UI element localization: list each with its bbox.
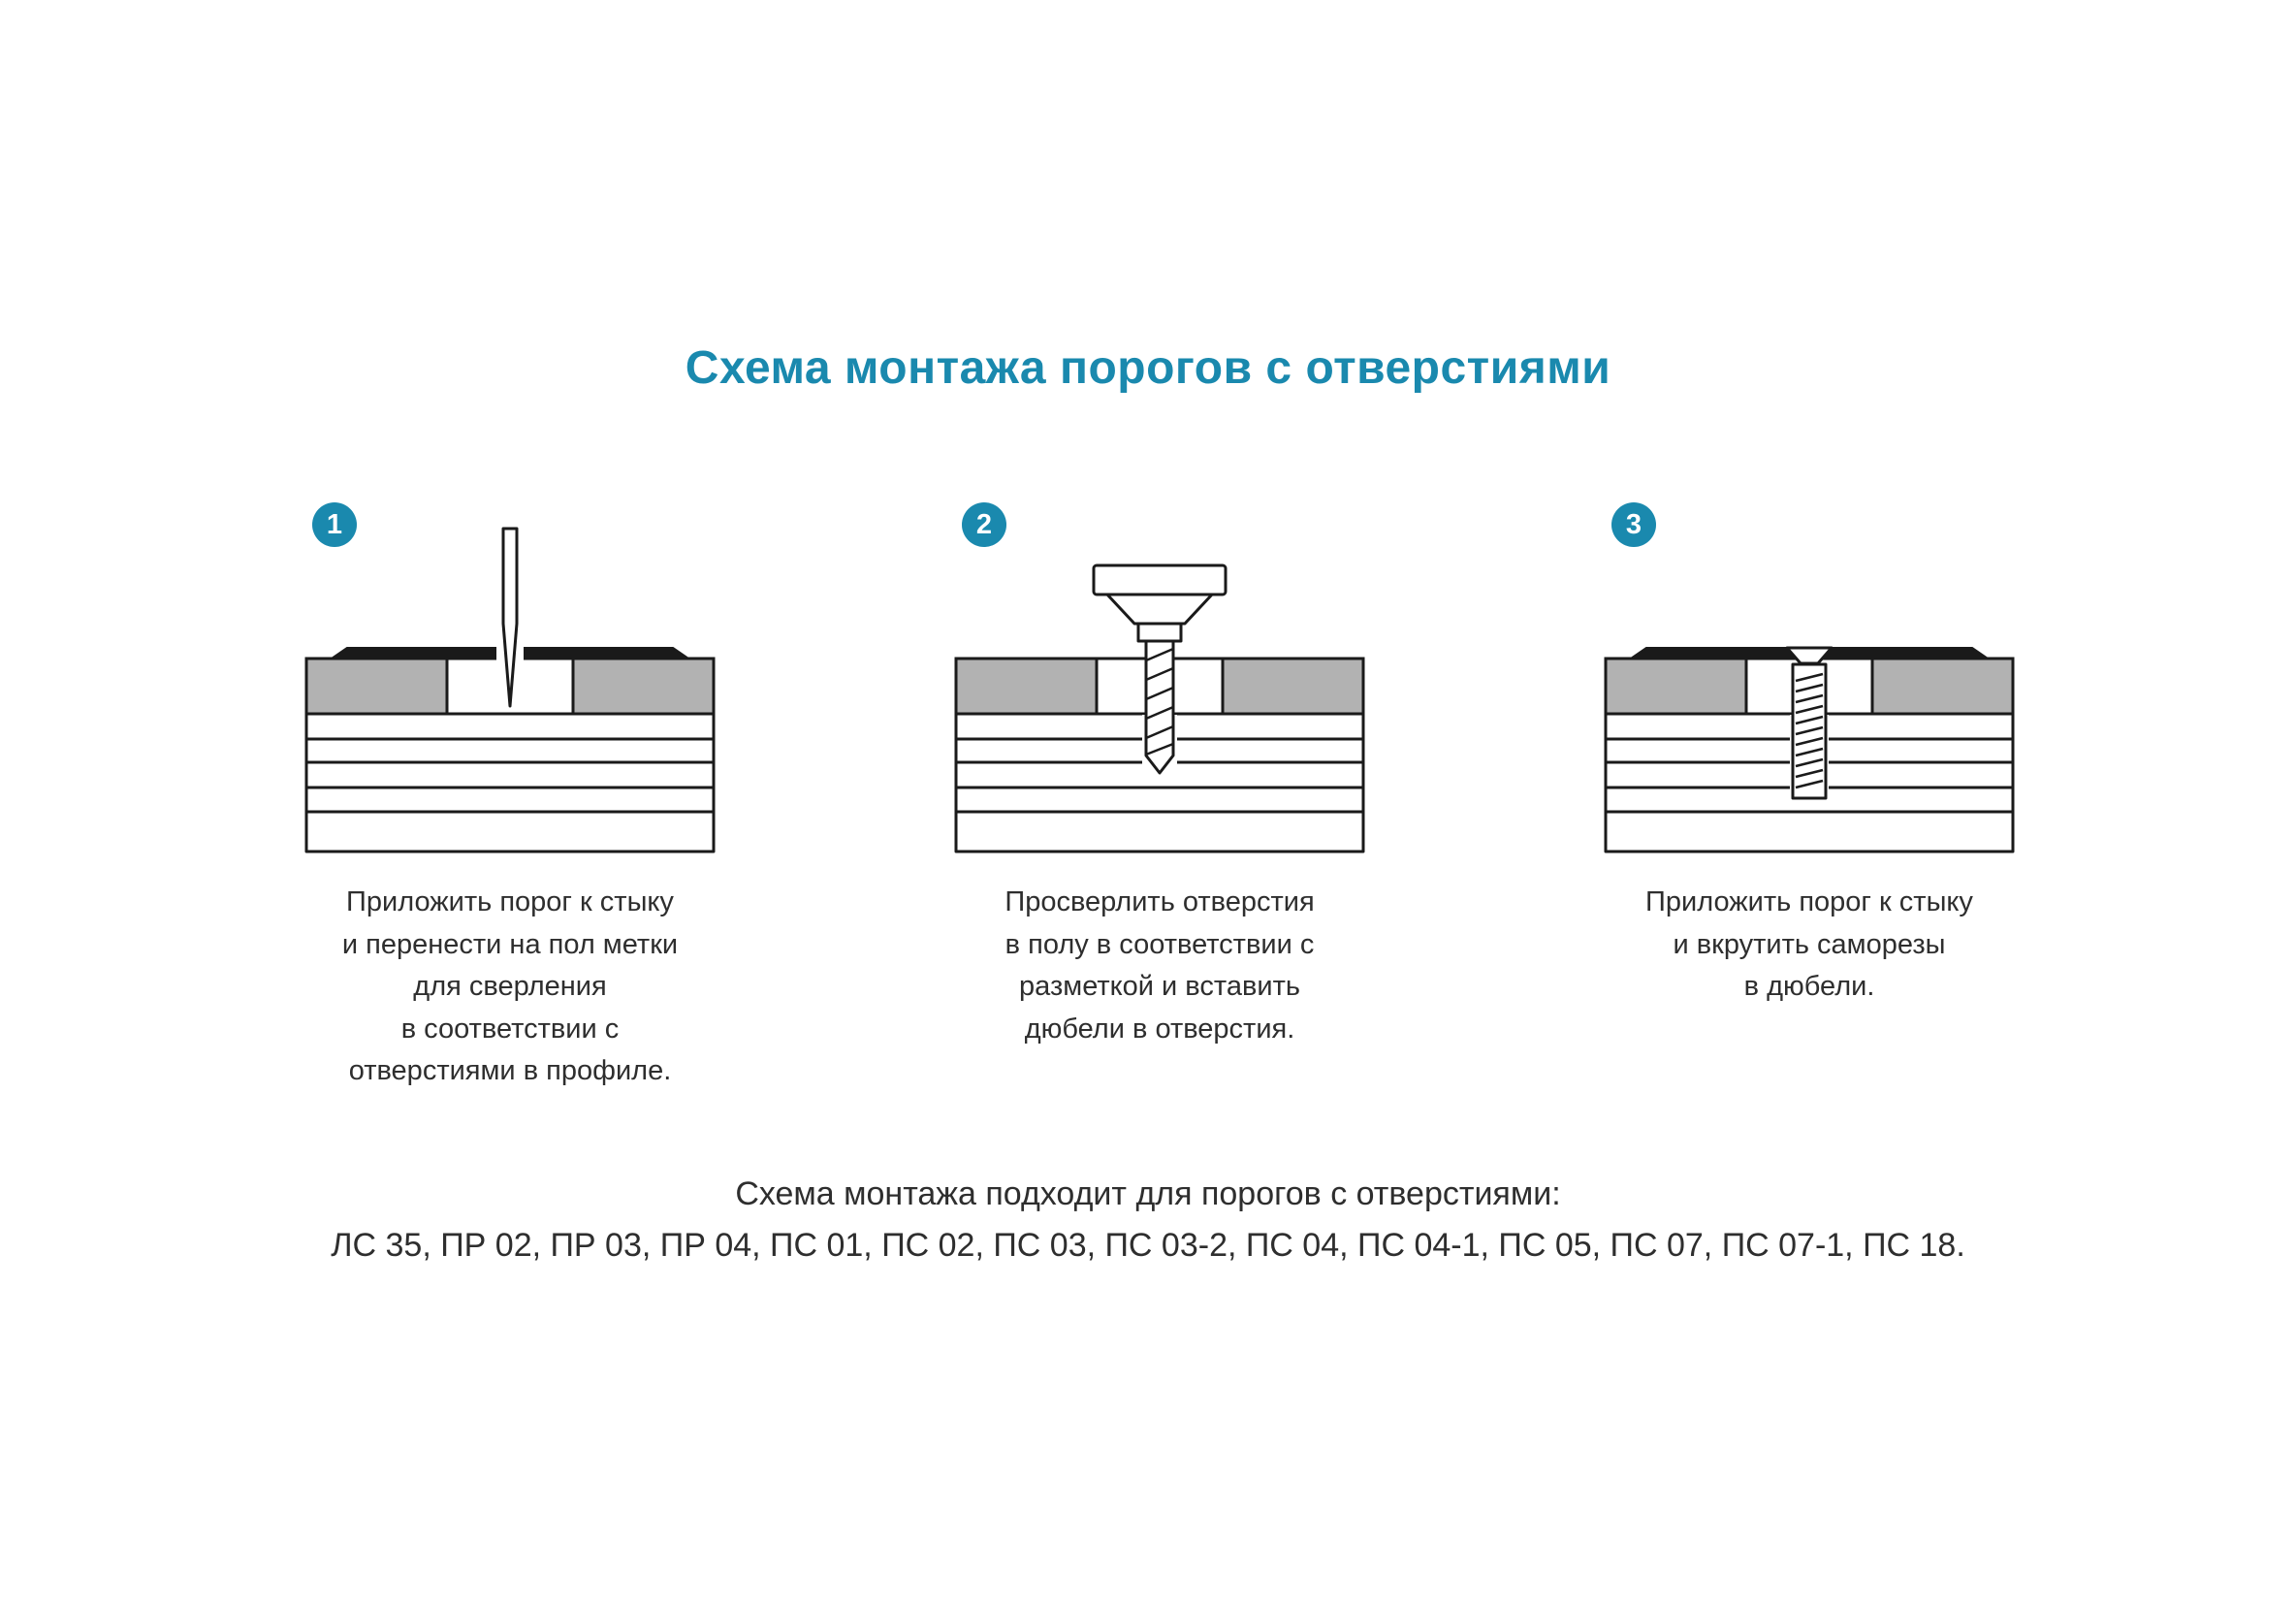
step-3: 3 <box>1509 502 2110 1093</box>
floor-covering-right <box>571 657 716 716</box>
step-1: 1 Приложить порог к <box>209 502 811 1093</box>
step-caption: Приложить порог к стыку и вкрутить самор… <box>1645 886 1973 1002</box>
step-2-number-badge: 2 <box>962 502 1006 547</box>
floor-covering-left <box>954 657 1099 716</box>
compatibility-note: Схема монтажа подходит для порогов с отв… <box>735 1175 1561 1212</box>
marking-awl-illustration <box>304 527 716 853</box>
screw-into-dowel-illustration <box>1604 646 2015 853</box>
drill-icon <box>1092 563 1228 775</box>
footer-note: Схема монтажа подходит для порогов с отв… <box>0 1169 2296 1270</box>
step-caption: Просверлить отверстия в полу в соответст… <box>1004 886 1315 1045</box>
drill-bit <box>1144 639 1175 775</box>
screw-head <box>1785 646 1834 665</box>
threshold-model-list: ЛС 35, ПР 02, ПР 03, ПР 04, ПС 01, ПС 02… <box>331 1226 1965 1264</box>
floor-covering-left <box>304 657 449 716</box>
drilling-illustration <box>954 563 1365 853</box>
step-caption: Приложить порог к стыку и перенести на п… <box>341 886 679 1086</box>
floor-covering-right <box>1221 657 1365 716</box>
screw-icon <box>1785 646 1834 789</box>
step-3-number-badge: 3 <box>1611 502 1656 547</box>
page-title: Схема монтажа порогов с отверстиями <box>685 342 1611 394</box>
step-2-number: 2 <box>975 508 993 540</box>
step-3-number: 3 <box>1625 508 1642 540</box>
step-1-number-badge: 1 <box>312 502 357 547</box>
step-2: 2 <box>859 502 1460 1093</box>
steps-row: 1 Приложить порог к <box>209 502 2110 1093</box>
floor-covering-left <box>1604 657 1748 716</box>
awl-icon <box>501 527 519 708</box>
floor-covering-right <box>1870 657 2015 716</box>
step-1-number: 1 <box>326 508 343 540</box>
